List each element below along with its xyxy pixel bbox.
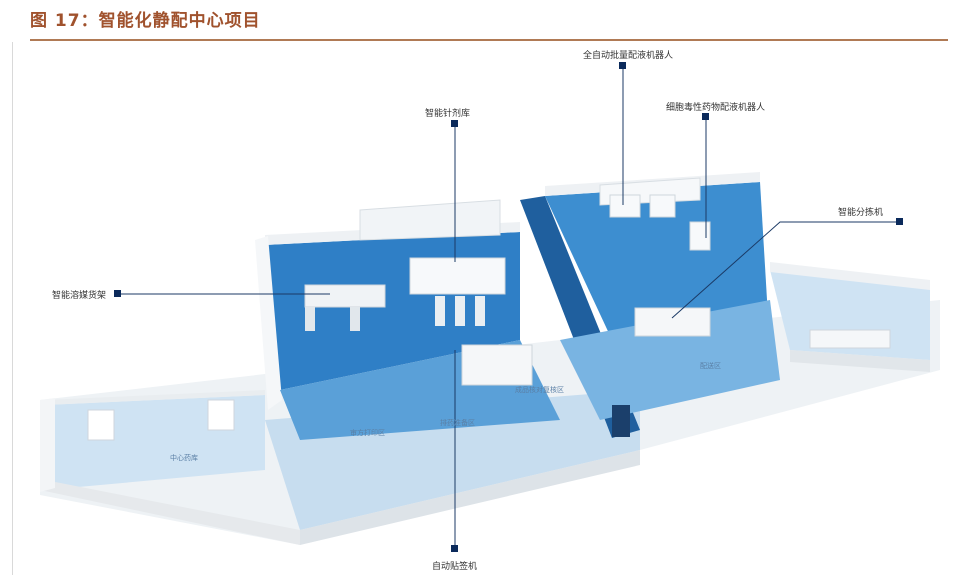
- callout-sorter: 智能分拣机: [838, 208, 884, 218]
- labeler-machine: [461, 344, 533, 386]
- needle-storage-machine: [409, 257, 506, 295]
- room-label-delivery: 配送区: [700, 361, 721, 370]
- callout-robot-batch: 全自动批量配液机器人: [583, 51, 674, 61]
- batch-robot-unit: [609, 194, 641, 218]
- solvent-shelf-unit: [304, 284, 386, 308]
- marker-labeler: [451, 545, 458, 552]
- corridor-front-wall: [40, 480, 300, 545]
- callout-solvent-shelf: 智能溶媒货架: [52, 291, 107, 301]
- left-border: [12, 42, 13, 575]
- callout-labeler: 自动贴签机: [432, 562, 478, 572]
- cytotoxic-robot-unit: [689, 221, 711, 251]
- marker-robot-batch: [619, 62, 626, 69]
- leader-sorter: [671, 221, 900, 319]
- marker-solvent-shelf: [114, 290, 121, 297]
- room-label-storage: 排药准备区: [440, 418, 475, 427]
- callout-needle-storage: 智能针剂库: [425, 109, 471, 119]
- marker-sorter: [896, 218, 903, 225]
- room-label-center-hall: 中心药库: [170, 453, 198, 462]
- room-label-lab: 成品核对复核区: [515, 385, 564, 394]
- room-label-office: 审方打印区: [350, 428, 385, 437]
- marker-needle-storage: [451, 120, 458, 127]
- sorter-machine: [634, 307, 711, 337]
- callout-robot-cytotoxic: 细胞毒性药物配液机器人: [666, 103, 766, 113]
- marker-robot-cytotoxic: [702, 113, 709, 120]
- figure-title: 图 17：智能化静配中心项目: [30, 11, 261, 31]
- title-divider: [30, 39, 948, 41]
